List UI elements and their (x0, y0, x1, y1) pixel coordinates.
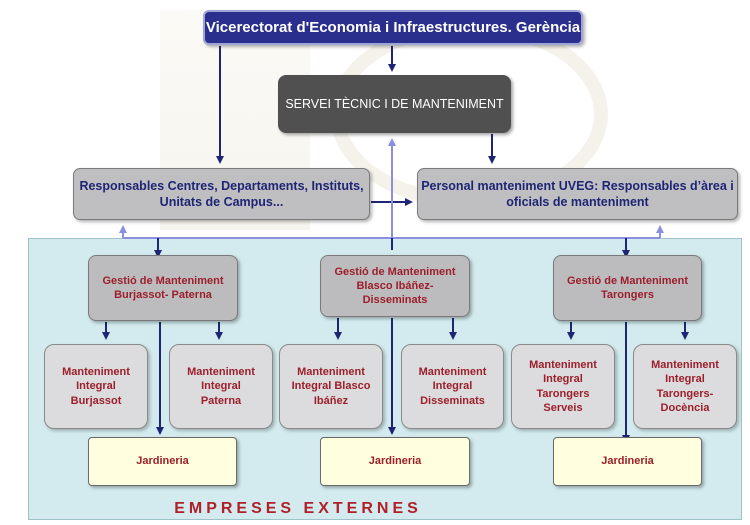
responsables-label: Responsables Centres, Departaments, Inst… (79, 178, 364, 209)
unit-disseminats-box: Manteniment Integral Disseminats (401, 344, 504, 429)
unit-label: Manteniment Integral Disseminats (418, 366, 487, 407)
unit-label: Manteniment Integral Tarongers-Docència (651, 358, 719, 414)
unit-paterna-box: Manteniment Integral Paterna (169, 344, 273, 429)
jardineria-label: Jardineria (601, 455, 654, 468)
gestio-label: Gestió de Manteniment Burjassot- Paterna (102, 274, 224, 301)
jardineria-label: Jardineria (368, 455, 422, 468)
gestio-burjassot-paterna-box: Gestió de Manteniment Burjassot- Paterna (88, 255, 238, 321)
unit-label: Manteniment Integral Tarongers Serveis (529, 358, 597, 414)
unit-label: Manteniment Integral Paterna (187, 366, 255, 407)
servei-tecnic-box: SERVEI TÈCNIC I DE MANTENIMENT (278, 75, 511, 133)
vicerectorat-label: Vicerectorat d'Economia i Infraestructur… (205, 18, 581, 36)
jardineria-blasco-box: Jardineria (320, 437, 470, 486)
jardineria-burjassot-box: Jardineria (88, 437, 237, 486)
external-companies-label: EMPRESES EXTERNES (174, 500, 422, 517)
vicerectorat-box: Vicerectorat d'Economia i Infraestructur… (203, 10, 583, 45)
gestio-label: Gestió de Manteniment Tarongers (566, 274, 689, 301)
jardineria-tarongers-box: Jardineria (553, 437, 702, 486)
gestio-blasco-ibanez-box: Gestió de Manteniment Blasco Ibáñez-Diss… (320, 255, 470, 317)
unit-blasco-ibanez-box: Manteniment Integral Blasco Ibáñez (279, 344, 383, 429)
unit-tarongers-docencia-box: Manteniment Integral Tarongers-Docència (633, 344, 737, 429)
unit-label: Manteniment Integral Blasco Ibáñez (291, 366, 371, 407)
personal-manteniment-box: Personal manteniment UVEG: Responsables … (417, 168, 738, 220)
unit-tarongers-serveis-box: Manteniment Integral Tarongers Serveis (511, 344, 615, 429)
unit-label: Manteniment Integral Burjassot (62, 366, 130, 407)
responsables-box: Responsables Centres, Departaments, Inst… (73, 168, 370, 220)
unit-burjassot-box: Manteniment Integral Burjassot (44, 344, 148, 429)
personal-manteniment-label: Personal manteniment UVEG: Responsables … (421, 178, 734, 209)
servei-tecnic-label: SERVEI TÈCNIC I DE MANTENIMENT (285, 96, 504, 111)
gestio-tarongers-box: Gestió de Manteniment Tarongers (553, 255, 702, 321)
jardineria-label: Jardineria (136, 455, 189, 468)
gestio-label: Gestió de Manteniment Blasco Ibáñez-Diss… (334, 265, 456, 307)
